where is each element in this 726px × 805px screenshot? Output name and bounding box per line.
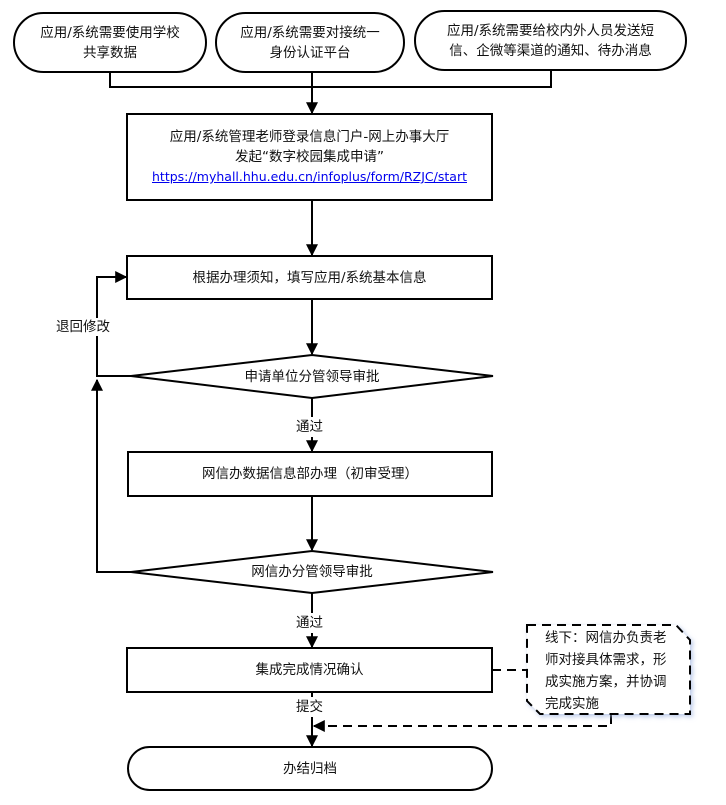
edge-label-pass1: 通过 xyxy=(296,417,323,437)
end-node-shape xyxy=(127,746,493,791)
confirm-step: 集成完成情况确认 xyxy=(127,648,492,692)
offline-note: 线下：网信办负责老 师对接具体需求，形 成实施方案，并协调 完成实施 xyxy=(545,627,690,715)
process-step-shape xyxy=(127,451,493,497)
note-line: 线下：网信办负责老 xyxy=(545,630,667,646)
start-node-messaging-line2: 信、企微等渠道的通知、待办消息 xyxy=(449,42,652,59)
confirm-step-label: 集成完成情况确认 xyxy=(255,662,364,678)
fill-step-shape xyxy=(126,255,493,300)
decision1: 申请单位分管领导审批 xyxy=(131,355,493,398)
start-node-messaging: 应用/系统需要给校内外人员发送短 信、企微等渠道的通知、待办消息 xyxy=(415,11,686,70)
decision2: 网信办分管领导审批 xyxy=(131,551,493,593)
start-node-shared-data-line1: 应用/系统需要使用学校 xyxy=(40,24,180,41)
end-node: 办结归档 xyxy=(128,747,492,790)
start-node-sso: 应用/系统需要对接统一 身份认证平台 xyxy=(216,13,404,72)
fill-step: 根据办理须知，填写应用/系统基本信息 xyxy=(127,256,492,299)
return-loop-line-2 xyxy=(91,378,131,573)
start-node-sso-line1: 应用/系统需要对接统一 xyxy=(240,24,380,41)
confirm-step-shape xyxy=(126,647,493,693)
start-node-sso-shape xyxy=(215,12,405,73)
decision1-label: 申请单位分管领导审批 xyxy=(244,368,380,385)
note-shape xyxy=(526,624,691,715)
edge-label-return: 退回修改 xyxy=(54,318,112,336)
merge-connector xyxy=(312,70,552,88)
note-line: 成实施方案，并协调 xyxy=(545,674,667,690)
login-step-shape xyxy=(126,113,493,201)
merge-connector xyxy=(109,72,312,88)
edge-label-submit: 提交 xyxy=(296,697,323,717)
end-node-label: 办结归档 xyxy=(283,760,337,777)
edge-label-pass2: 通过 xyxy=(296,613,323,633)
login-step-line2: 发起“数字校园集成申请” xyxy=(235,149,384,165)
start-node-messaging-line1: 应用/系统需要给校内外人员发送短 xyxy=(446,22,655,39)
process-step: 网信办数据信息部办理（初审受理） xyxy=(128,452,492,496)
login-step-link[interactable]: https://myhall.hhu.edu.cn/infoplus/form/… xyxy=(152,169,467,184)
note-line: 完成实施 xyxy=(545,696,599,712)
note-return-dashed xyxy=(312,715,612,732)
note-line: 师对接具体需求，形 xyxy=(545,652,667,668)
login-step: 应用/系统管理老师登录信息门户-网上办事大厅 发起“数字校园集成申请” http… xyxy=(127,122,492,192)
decision2-label: 网信办分管领导审批 xyxy=(251,564,373,580)
start-node-shared-data: 应用/系统需要使用学校 共享数据 xyxy=(14,13,206,72)
start-node-sso-line2: 身份认证平台 xyxy=(269,44,351,61)
fill-step-label: 根据办理须知，填写应用/系统基本信息 xyxy=(192,269,427,286)
process-step-label: 网信办数据信息部办理（初审受理） xyxy=(202,466,418,482)
start-node-shared-data-line2: 共享数据 xyxy=(83,44,137,61)
login-step-line1: 应用/系统管理老师登录信息门户-网上办事大厅 xyxy=(169,129,450,145)
